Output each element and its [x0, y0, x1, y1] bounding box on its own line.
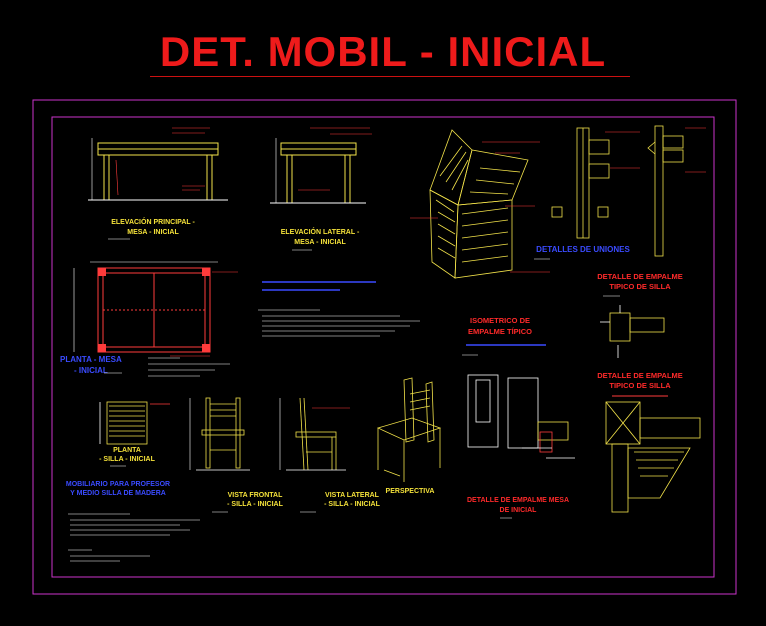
notes-planta-mesa	[148, 357, 230, 377]
joint-details-drawing	[551, 125, 684, 257]
label-vista-lateral-2: - SILLA - INICIAL	[324, 501, 380, 508]
specification-notes	[68, 513, 200, 562]
table-joint-detail	[467, 374, 701, 513]
table-plan-drawing	[73, 261, 238, 357]
label-planta-mesa-2: - INICIAL	[74, 366, 108, 375]
general-notes-text	[258, 309, 420, 337]
label-isometrico-1: ISOMETRICO DE	[470, 316, 530, 325]
label-vista-lateral-1: VISTA LATERAL	[325, 492, 380, 499]
inner-frame	[51, 116, 715, 578]
label-empalme-mesa-1: DETALLE DE EMPALME MESA	[467, 497, 569, 504]
chair-side-view	[279, 397, 350, 471]
label-perspectiva: PERSPECTIVA	[386, 488, 435, 495]
label-mobiliario-1: MOBILIARIO PARA PROFESOR	[66, 481, 170, 488]
chair-front-view	[189, 397, 250, 471]
outer-frame	[32, 99, 737, 595]
label-isometrico-2: EMPALME TÍPICO	[468, 327, 532, 336]
chair-plan-drawing	[99, 401, 170, 445]
label-elev-principal-2: MESA - INICIAL	[127, 229, 179, 236]
label-mobiliario-2: Y MEDIO SILLA DE MADERA	[70, 490, 166, 497]
label-vista-frontal-2: - SILLA - INICIAL	[227, 501, 283, 508]
isometric-joint-drawing	[429, 129, 529, 279]
label-planta-silla-1: PLANTA	[113, 447, 141, 454]
label-empalme-silla-2a: DETALLE DE EMPALME	[597, 371, 683, 380]
label-vista-frontal-1: VISTA FRONTAL	[228, 492, 283, 499]
joint-details-callouts	[605, 127, 706, 173]
label-empalme-silla-1b: TIPICO DE SILLA	[609, 282, 671, 291]
chair-perspective	[376, 377, 442, 482]
label-detalles-uniones: DETALLES DE UNIONES	[536, 245, 630, 254]
blue-note-block	[262, 281, 376, 291]
scale-notes	[104, 238, 620, 519]
label-elev-lateral-1: ELEVACIÓN LATERAL -	[281, 227, 360, 236]
label-planta-mesa-1: PLANTA - MESA	[60, 355, 122, 364]
chair-joint-detail-1	[600, 305, 665, 358]
title-underline	[150, 76, 630, 77]
label-planta-silla-2: - SILLA - INICIAL	[99, 456, 155, 463]
isometric-callouts	[410, 141, 550, 273]
drawing-title: DET. MOBIL - INICIAL	[159, 28, 607, 75]
label-elev-principal-1: ELEVACIÓN PRINCIPAL -	[111, 217, 195, 226]
table-side-elevation	[270, 127, 372, 204]
label-empalme-silla-1a: DETALLE DE EMPALME	[597, 272, 683, 281]
label-elev-lateral-2: MESA - INICIAL	[294, 239, 346, 246]
label-empalme-silla-2b: TIPICO DE SILLA	[609, 381, 671, 390]
table-front-elevation	[88, 127, 228, 201]
label-empalme-mesa-2: DE INICIAL	[500, 507, 538, 514]
